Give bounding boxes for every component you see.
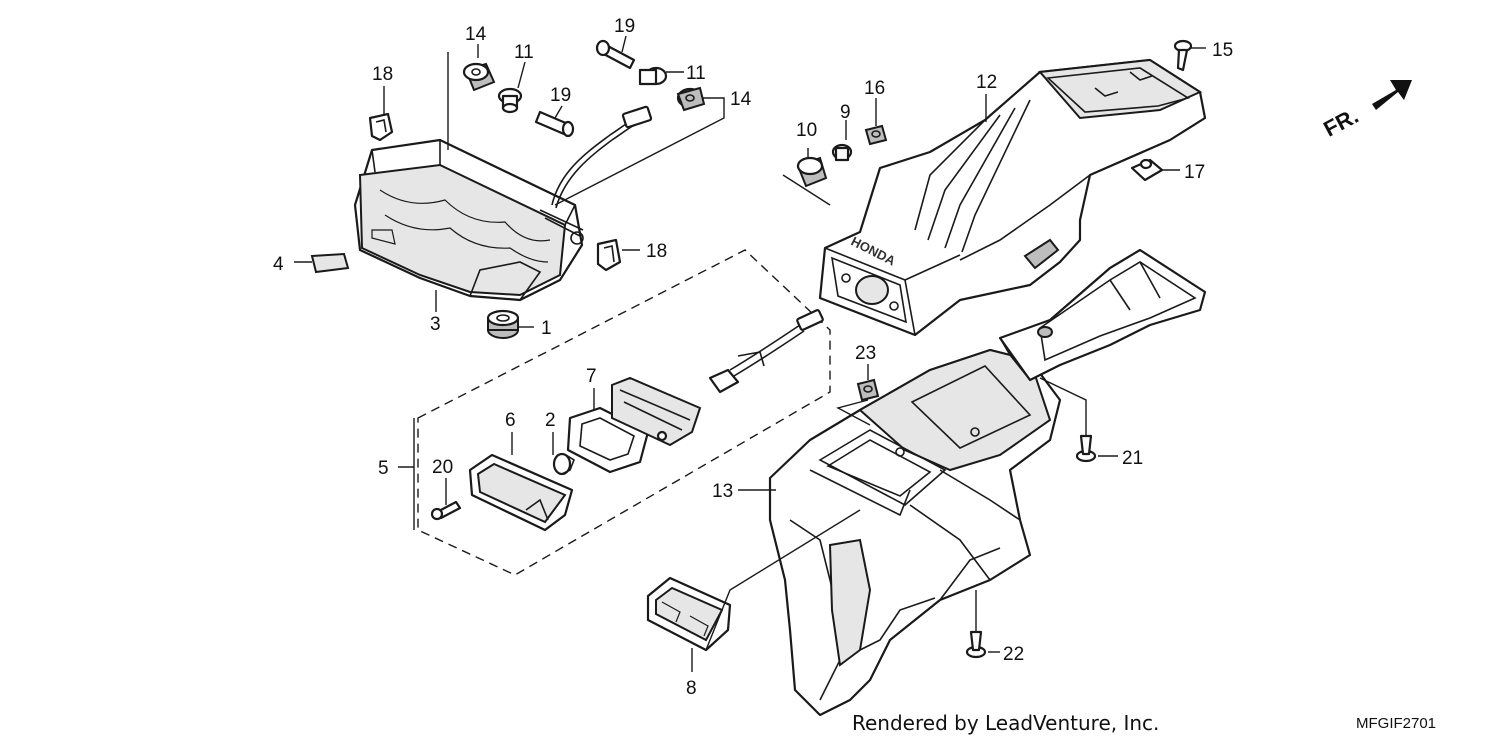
callout-8: 8 [686,678,697,699]
clip-nut-17 [1130,158,1164,182]
callout-10: 10 [796,120,817,141]
callout-7: 7 [586,366,597,387]
callout-16: 16 [864,78,885,99]
mount-hardware-16-9-10 [796,124,888,188]
callout-21: 21 [1122,448,1143,469]
callout-labels: 1 2 3 4 5 6 7 8 9 10 11 11 12 13 14 14 1… [273,16,1233,699]
callout-19-upper: 19 [614,16,635,37]
callout-20: 20 [432,457,453,478]
callout-4: 4 [273,254,284,275]
callout-14-right: 14 [730,89,752,110]
grommet-1 [486,309,520,339]
callout-5: 5 [378,458,389,479]
callout-23: 23 [855,343,876,364]
rear-fender-upper-bracket: HONDA [818,58,1207,337]
callout-18-lower: 18 [646,241,667,262]
callout-19-lower: 19 [550,85,571,106]
rubber-cushion-4 [310,252,350,274]
callout-9: 9 [840,102,851,123]
screw-15 [1173,39,1193,72]
callout-17: 17 [1184,162,1205,183]
clip-nut-18-lower [596,238,622,272]
screw-21 [1075,434,1097,463]
callout-1: 1 [541,318,552,339]
front-label: FR. [1319,103,1362,142]
callout-3: 3 [430,314,441,335]
nut-23 [856,378,880,402]
render-credit: Rendered by LeadVenture, Inc. [852,711,1160,735]
front-arrow-icon [1372,80,1412,110]
callout-11-right: 11 [686,63,706,84]
upper-mount-hardware-right [595,39,706,112]
callout-2: 2 [545,410,556,431]
callout-12: 12 [976,72,997,93]
upper-mount-hardware-left [462,62,575,138]
figure-code: MFGIF2701 [1356,715,1437,732]
screw-22 [965,630,987,659]
license-light-assembly [417,249,831,576]
taillight-assembly [353,105,653,302]
inner-fender-panel [998,248,1207,382]
callout-11-left: 11 [514,42,534,63]
clip-nut-18-upper [368,112,394,142]
callout-14-left: 14 [465,24,487,45]
front-direction-indicator: FR. [1319,80,1412,142]
rear-fender [768,348,1062,717]
leader-lines [294,35,1206,672]
callout-6: 6 [505,410,516,431]
callout-22: 22 [1003,644,1024,665]
rear-reflector-8 [646,576,732,652]
callout-13: 13 [712,481,733,502]
callout-18-upper: 18 [372,64,393,85]
callout-15: 15 [1212,40,1233,61]
